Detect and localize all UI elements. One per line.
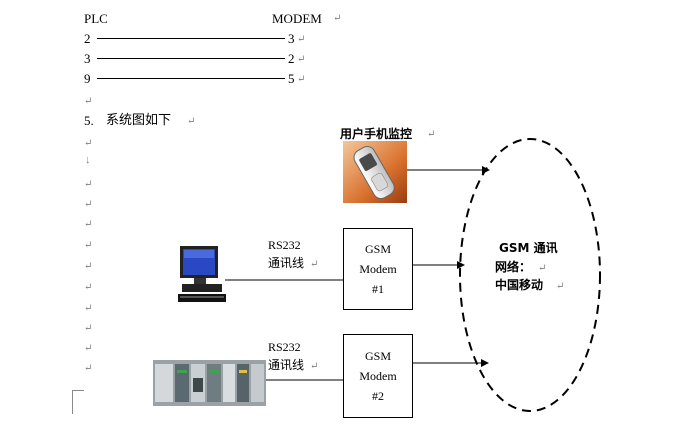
modem2-line3: #2: [372, 389, 384, 403]
paragraph-mark: ↵: [187, 116, 196, 127]
network-line1: GSM 通讯: [499, 241, 558, 255]
wiring-left-pin-3: 9: [84, 71, 91, 86]
wiring-line-1: [97, 38, 285, 39]
cable2-label-line2: 通讯线: [268, 358, 305, 372]
phone-label: 用户手机监控: [340, 127, 413, 141]
wiring-right-pin-2: 2: [288, 51, 295, 66]
wiring-right-pin-3: 5: [288, 71, 295, 86]
network-line3: 中国移动: [495, 278, 544, 292]
plc-header: PLC: [84, 11, 108, 26]
wiring-line-2: [97, 58, 285, 59]
paragraph-mark: ↵: [538, 263, 547, 274]
paragraph-mark: ↵: [310, 361, 319, 372]
gsm-modem-2-box: GSM Modem #2: [343, 334, 413, 418]
paragraph-mark: ↵: [297, 74, 306, 85]
modem-header: MODEM: [272, 11, 322, 26]
computer-icon: [178, 246, 226, 302]
line-break-mark: ↓: [85, 154, 91, 166]
modem1-line2: Modem: [359, 262, 397, 276]
paragraph-mark: ↵: [297, 54, 306, 65]
gsm-network-ellipse: [459, 138, 601, 412]
modem1-line1: GSM: [364, 242, 391, 256]
cable2-label-line1: RS232: [268, 340, 301, 354]
paragraph-mark: ↵: [84, 179, 93, 190]
paragraph-mark: ↵: [84, 261, 93, 272]
section-number: 5.: [84, 113, 94, 128]
mobile-phone-icon: [343, 141, 407, 203]
paragraph-mark: ↵: [84, 363, 93, 374]
paragraph-mark: ↵: [84, 199, 93, 210]
paragraph-mark: ↵: [556, 281, 565, 292]
wiring-left-pin-2: 3: [84, 51, 91, 66]
paragraph-mark: ↵: [84, 323, 93, 334]
crop-mark: [72, 390, 73, 414]
wiring-right-pin-1: 3: [288, 31, 295, 46]
paragraph-mark: ↵: [84, 240, 93, 251]
modem2-line2: Modem: [359, 369, 397, 383]
section-title: 系统图如下: [106, 113, 172, 128]
paragraph-mark: ↵: [84, 282, 93, 293]
wiring-left-pin-1: 2: [84, 31, 91, 46]
plc-hardware-icon: [153, 360, 266, 406]
crop-mark: [72, 390, 84, 391]
paragraph-mark: ↵: [427, 129, 436, 140]
paragraph-mark: ↵: [84, 96, 93, 107]
paragraph-mark: ↵: [84, 138, 93, 149]
network-line2: 网络：: [495, 260, 532, 274]
wiring-line-3: [97, 78, 285, 79]
modem2-line1: GSM: [364, 349, 391, 363]
paragraph-mark: ↵: [297, 34, 306, 45]
gsm-modem-1-box: GSM Modem #1: [343, 228, 413, 310]
paragraph-mark: ↵: [333, 13, 342, 24]
cable1-label-line1: RS232: [268, 238, 301, 252]
paragraph-mark: ↵: [310, 259, 319, 270]
paragraph-mark: ↵: [84, 219, 93, 230]
modem1-line3: #1: [372, 282, 384, 296]
paragraph-mark: ↵: [84, 303, 93, 314]
cable1-label-line2: 通讯线: [268, 256, 305, 270]
paragraph-mark: ↵: [84, 343, 93, 354]
